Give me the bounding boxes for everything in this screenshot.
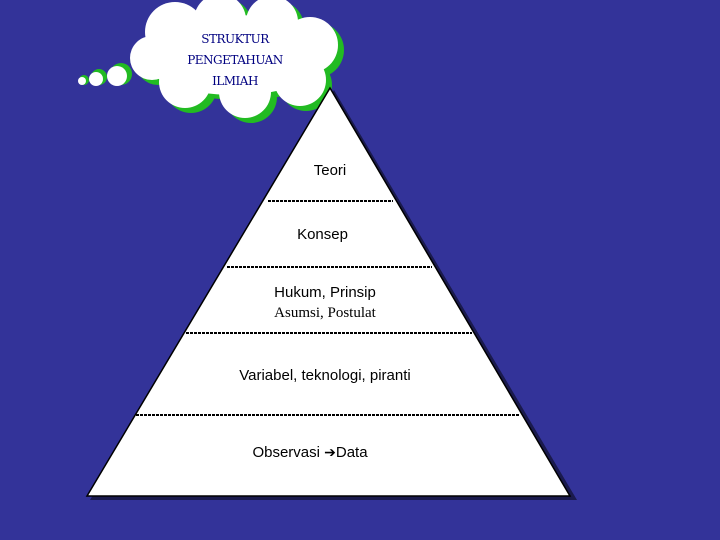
data-text: Data — [335, 444, 368, 461]
cloud-title-line-3: ILMIAH — [212, 74, 258, 88]
pyramid — [85, 86, 572, 497]
tier-label-observasi: Observasi ➔Data — [200, 444, 420, 461]
tier-dividers — [136, 200, 520, 416]
cloud-title-line-2: PENGETAHUAN — [187, 53, 283, 67]
thought-cloud — [78, 0, 344, 123]
observasi-text: Observasi — [252, 444, 320, 461]
tier-label-konsep: Konsep — [297, 226, 348, 243]
tier-label-hukum-prinsip: Hukum, Prinsip — [274, 284, 376, 301]
tier-label-variabel: Variabel, teknologi, piranti — [239, 367, 411, 384]
cloud-title-line-1: STRUKTUR — [201, 32, 269, 46]
arrow-right-icon: ➔ — [324, 444, 336, 460]
tier-label-teori: Teori — [313, 162, 347, 179]
thought-bubbles — [78, 63, 132, 86]
tier-sublabel-asumsi-postulat: Asumsi, Postulat — [274, 305, 376, 321]
